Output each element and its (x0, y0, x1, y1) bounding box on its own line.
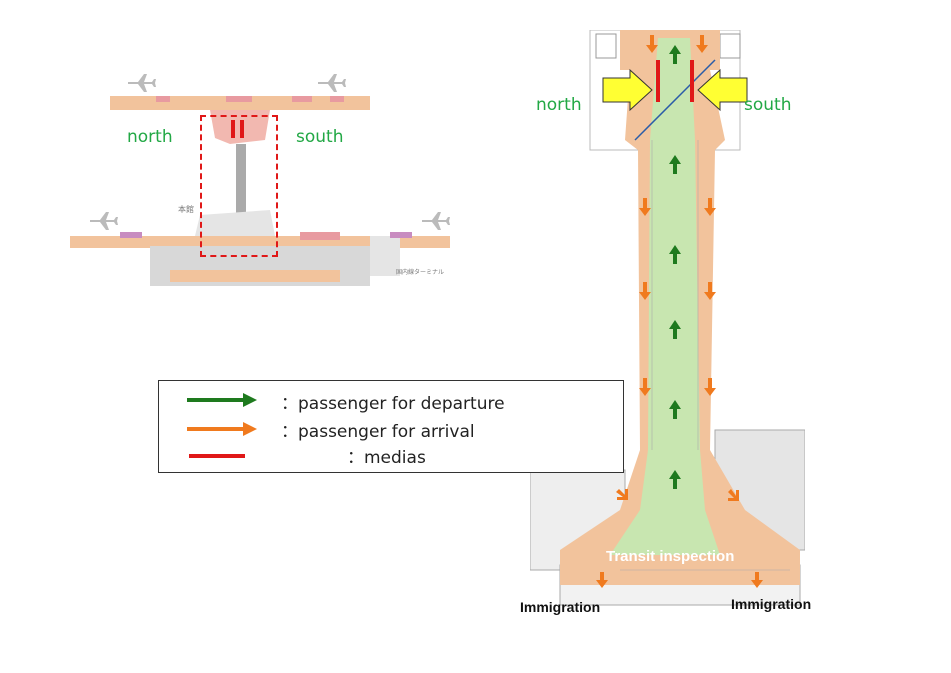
overview-north-label: north (127, 127, 173, 147)
overview-focus-box (200, 115, 278, 257)
detail-north-label: north (536, 95, 582, 115)
legend-arrival-text: ：passenger for arrival (281, 422, 475, 442)
legend-box: ：passenger for departure ：passenger for … (158, 380, 624, 473)
medias-legend-bar (189, 454, 245, 458)
arrival-arrow-icon (596, 35, 763, 588)
overview-south-label: south (296, 127, 344, 147)
south-highlight-arrow (697, 68, 748, 112)
airplane-icon (128, 74, 156, 92)
overview-terminal-label: 国内線ターミナル (396, 269, 445, 276)
detail-map (530, 30, 805, 606)
media-bar-south (690, 60, 694, 102)
overview-kanji-label: 本館 (178, 205, 194, 214)
airplane-icon (422, 212, 450, 230)
immigration-right-label: Immigration (731, 596, 812, 612)
overview-map (70, 74, 450, 286)
legend-medias-text: ：medias (347, 448, 426, 468)
airplane-icon (90, 212, 118, 230)
immigration-left-label: Immigration (520, 599, 601, 615)
arrival-legend-arrow-icon (187, 422, 257, 436)
departure-legend-arrow-icon (187, 393, 257, 407)
transit-inspection-label: Transit inspection (606, 548, 735, 565)
media-bar-north (656, 60, 660, 102)
main-terminal (70, 236, 450, 248)
north-highlight-arrow (602, 68, 653, 112)
departure-arrow-icon (669, 45, 681, 489)
overview-media-marker-left (231, 120, 235, 138)
overview-media-marker-right (240, 120, 244, 138)
legend-departure-text: ：passenger for departure (281, 394, 505, 414)
detail-south-label: south (744, 95, 792, 115)
airplane-icon (318, 74, 346, 92)
departure-corridor (610, 38, 720, 555)
